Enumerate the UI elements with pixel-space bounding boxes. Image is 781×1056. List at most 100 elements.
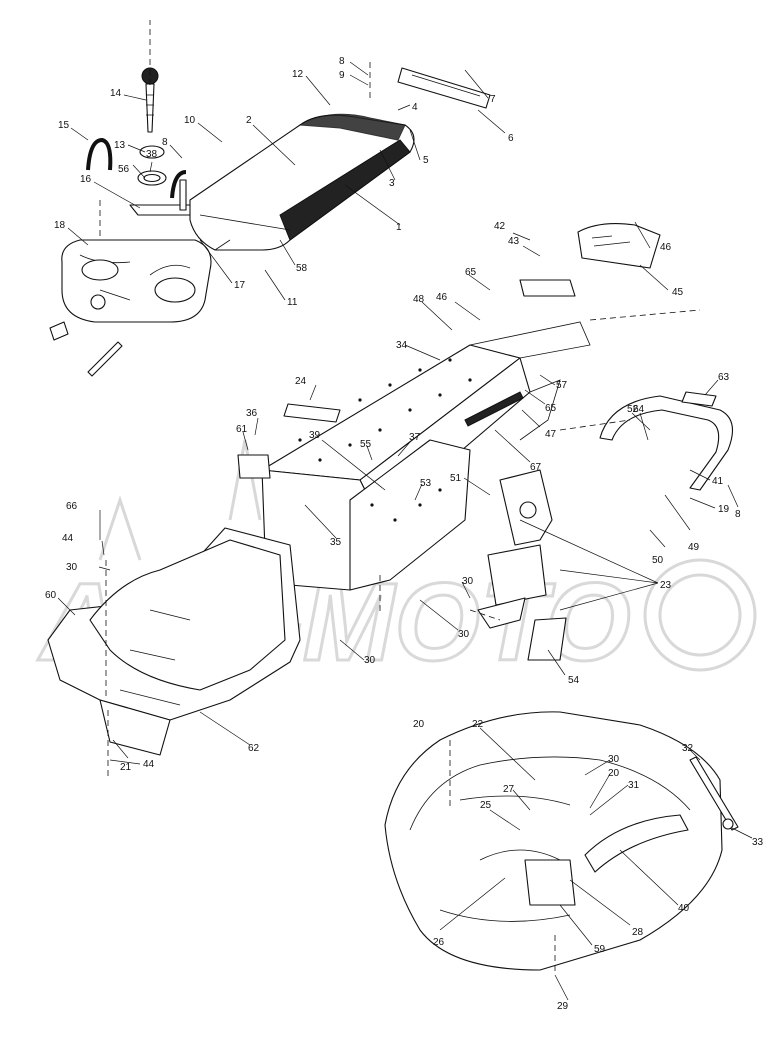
callout-label: 60 (45, 590, 57, 601)
callout-label: 55 (360, 439, 372, 450)
install-lines (99, 20, 701, 975)
callout-label: 2 (246, 115, 252, 126)
callout-label: 8 (735, 509, 741, 520)
seat (189, 113, 415, 251)
tunnel-chassis (261, 321, 591, 591)
callout-label: 17 (234, 280, 246, 291)
callout-label: 15 (58, 120, 70, 131)
callout-label: 63 (718, 372, 730, 383)
callout-label: 50 (652, 555, 664, 566)
callout-label: 11 (287, 297, 298, 308)
callout-label: 59 (594, 944, 606, 955)
flap-bracket (519, 279, 576, 297)
callout-label: 54 (568, 675, 580, 686)
callouts: 1 2 3 4 5 6 7 8 8 8 9 10 11 12 13 14 15 … (45, 56, 764, 1012)
callout-label: 14 (110, 88, 122, 99)
vent-hose (86, 137, 187, 199)
callout-label: 3 (389, 178, 395, 189)
rear-bracket (499, 469, 553, 546)
snow-flap (577, 223, 661, 269)
callout-label: 5 (423, 155, 429, 166)
callout-label: 40 (678, 903, 690, 914)
callout-label: 53 (420, 478, 432, 489)
callout-label: 19 (718, 504, 730, 515)
callout-label: 29 (557, 1001, 569, 1012)
rear-bumper (599, 395, 734, 491)
callout-label: 4 (412, 102, 418, 113)
callout-label: 46 (660, 242, 672, 253)
callout-label: 49 (688, 542, 700, 553)
callout-label: 37 (409, 432, 421, 443)
callout-label: 23 (660, 580, 672, 591)
callout-label: 35 (330, 537, 342, 548)
callout-label: 43 (508, 236, 520, 247)
callout-label: 8 (339, 56, 345, 67)
callout-label: 67 (530, 462, 542, 473)
hood-strap (689, 756, 739, 831)
filler-neck-ring (137, 145, 167, 186)
callout-label: 65 (465, 267, 477, 278)
callout-label: 21 (120, 762, 132, 773)
callout-label: 47 (545, 429, 557, 440)
callout-label: 51 (450, 473, 462, 484)
callout-label: 12 (292, 69, 304, 80)
callout-label: 42 (494, 221, 506, 232)
track-hanger (477, 544, 567, 661)
callout-label: 44 (143, 759, 155, 770)
callout-label: 34 (396, 340, 408, 351)
callout-label: 36 (246, 408, 258, 419)
callout-label: 38 (146, 149, 158, 160)
callout-label: 44 (62, 533, 74, 544)
top-plate (283, 403, 341, 423)
callout-label: 61 (236, 424, 248, 435)
callout-label: 20 (608, 768, 620, 779)
callout-label: 65 (545, 403, 557, 414)
fuel-probe (87, 341, 123, 377)
callout-label: 62 (248, 743, 260, 754)
fuel-cap (141, 67, 159, 133)
fuel-tank (49, 239, 212, 341)
callout-label: 6 (508, 133, 514, 144)
callout-label: 52 (627, 404, 639, 415)
callout-label: 1 (396, 222, 402, 233)
callout-label: 39 (309, 430, 321, 441)
callout-label: 10 (184, 115, 196, 126)
callout-label: 56 (118, 164, 130, 175)
callout-label: 58 (296, 263, 308, 274)
callout-label: 18 (54, 220, 66, 231)
callout-label: 48 (413, 294, 425, 305)
callout-label: 30 (364, 655, 376, 666)
callout-label: 13 (114, 140, 126, 151)
callout-label: 20 (413, 719, 425, 730)
callout-label: 30 (608, 754, 620, 765)
callout-label: 32 (682, 743, 694, 754)
callout-label: 45 (672, 287, 684, 298)
callout-label: 41 (712, 476, 724, 487)
bumper-cap (681, 391, 717, 407)
callout-label: 33 (752, 837, 764, 848)
callout-label: 31 (628, 780, 640, 791)
callout-label: 24 (295, 376, 307, 387)
callout-label: 26 (433, 937, 445, 948)
callout-label: 27 (503, 784, 515, 795)
callout-label: 46 (436, 292, 448, 303)
callout-label: 8 (162, 137, 168, 148)
callout-label: 30 (458, 629, 470, 640)
belly-pan (47, 527, 301, 756)
callout-label: 30 (462, 576, 474, 587)
callout-label: 25 (480, 800, 492, 811)
callout-label: 9 (339, 70, 345, 81)
hood (384, 711, 723, 971)
callout-label: 28 (632, 927, 644, 938)
hood-hinge (524, 859, 576, 906)
callout-label: 57 (556, 380, 568, 391)
seat-latch-plate (397, 67, 491, 109)
callout-label: 30 (66, 562, 78, 573)
callout-label: 7 (490, 94, 496, 105)
callout-label: 22 (472, 719, 484, 730)
front-mount-bracket (237, 454, 271, 479)
callout-label: 64 (633, 404, 645, 415)
callout-label: 16 (80, 174, 92, 185)
callout-label: 66 (66, 501, 78, 512)
